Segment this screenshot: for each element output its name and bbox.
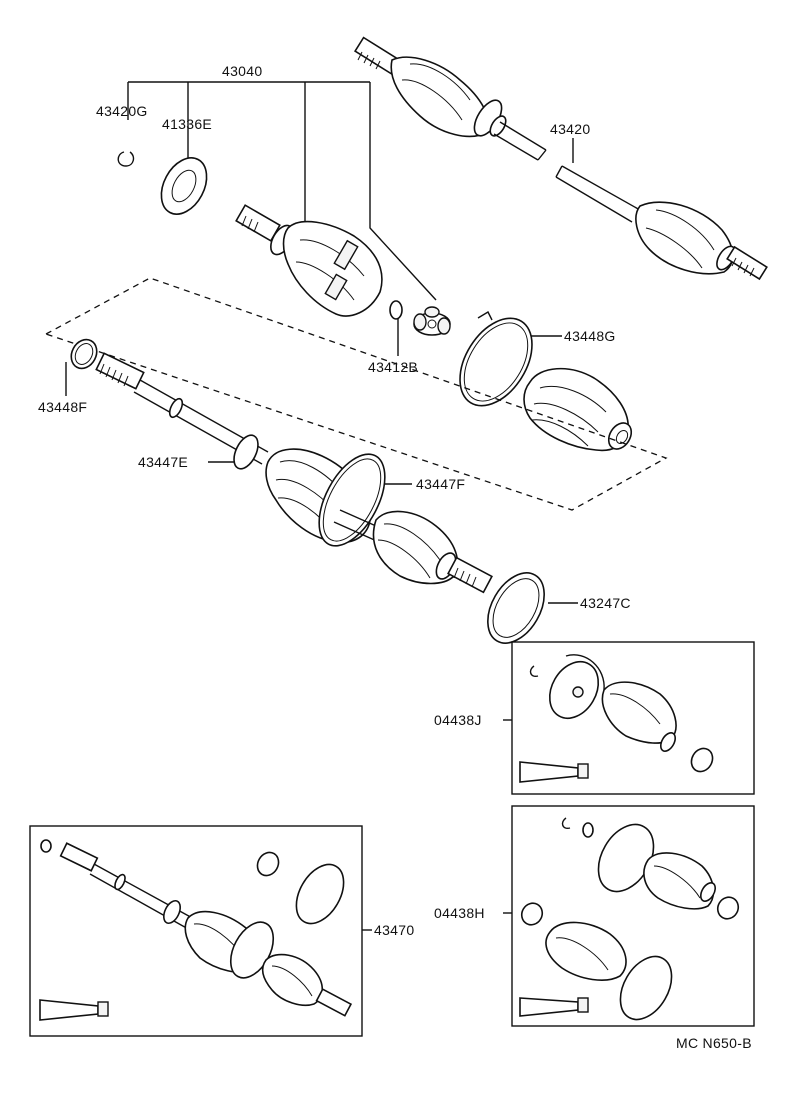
boot-clamp-43448f bbox=[70, 338, 98, 370]
label-43470: 43470 bbox=[374, 922, 414, 938]
drive-shaft-kit-43470 bbox=[29, 825, 363, 1037]
label-43412b: 43412B bbox=[368, 359, 418, 375]
boot-kit-04438h bbox=[511, 805, 755, 1027]
boot-kit-04438j bbox=[511, 641, 755, 795]
label-04438j: 04438J bbox=[434, 712, 482, 728]
dust-deflector-41336e bbox=[160, 157, 208, 215]
snap-ring-43412b bbox=[389, 300, 403, 320]
tripod-joint bbox=[413, 306, 451, 336]
label-43247c: 43247C bbox=[580, 595, 631, 611]
leader-lines bbox=[65, 81, 578, 931]
drive-shaft-main-assembly bbox=[95, 352, 493, 594]
label-04438h: 04438H bbox=[434, 905, 485, 921]
label-43420: 43420 bbox=[550, 121, 590, 137]
drawing-reference: MC N650-B bbox=[676, 1035, 752, 1051]
drive-shaft-upper-assembly bbox=[354, 36, 768, 281]
label-41336e: 41336E bbox=[162, 116, 212, 132]
ring-43247c bbox=[487, 572, 545, 644]
boot-clamp-43448g bbox=[459, 311, 533, 407]
label-43448f: 43448F bbox=[38, 399, 87, 415]
label-43447f: 43447F bbox=[416, 476, 465, 492]
snap-ring-43420g bbox=[117, 151, 135, 167]
inboard-joint-43040 bbox=[235, 204, 383, 317]
label-43448g: 43448G bbox=[564, 328, 616, 344]
kit-boundary-dashed bbox=[45, 277, 668, 511]
label-43420g: 43420G bbox=[96, 103, 148, 119]
label-43040: 43040 bbox=[222, 63, 262, 79]
label-43447e: 43447E bbox=[138, 454, 188, 470]
boot-inboard bbox=[523, 367, 633, 452]
